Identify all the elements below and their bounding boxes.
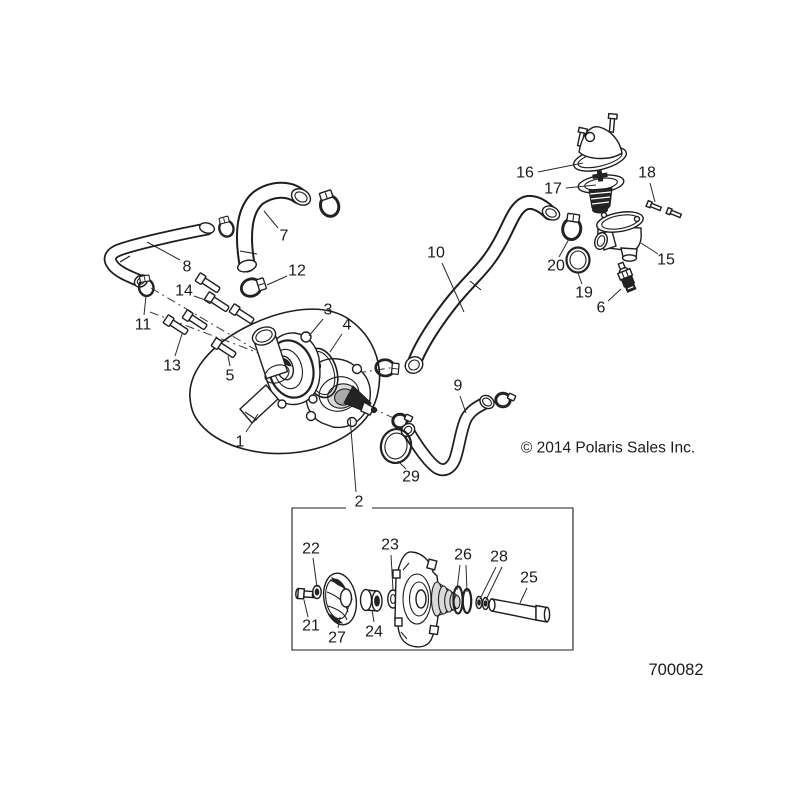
screw-18b bbox=[665, 206, 683, 220]
callout-leader-4 bbox=[329, 333, 343, 353]
callout-leader-7 bbox=[263, 210, 279, 229]
clamp-11 bbox=[135, 273, 157, 299]
callout-label-4: 4 bbox=[343, 317, 352, 334]
callout-leader-22 bbox=[312, 557, 318, 588]
seal-24 bbox=[359, 588, 383, 612]
thermostat-assembly bbox=[559, 112, 683, 293]
o-ring-29 bbox=[379, 427, 413, 465]
washer-22 bbox=[312, 584, 322, 600]
clamp-hose7 bbox=[314, 187, 343, 221]
callout-label-24: 24 bbox=[365, 624, 383, 641]
callout-leader-28 bbox=[485, 566, 503, 601]
callout-label-16: 16 bbox=[516, 165, 534, 182]
callout-leader-26 bbox=[456, 564, 461, 591]
nut-hose9-right bbox=[494, 391, 518, 409]
callout-label-13: 13 bbox=[163, 358, 181, 375]
callout-label-5: 5 bbox=[226, 368, 235, 385]
impeller-bolt-21 bbox=[295, 587, 317, 600]
pump-mount-outline bbox=[189, 308, 381, 455]
thermostat-housing-15 bbox=[594, 211, 644, 262]
callout-leader-23 bbox=[390, 554, 394, 591]
thermostat-17 bbox=[577, 170, 625, 214]
callout-leader-28 bbox=[479, 566, 497, 600]
callout-label-22: 22 bbox=[302, 541, 320, 558]
callout-leader-21 bbox=[303, 599, 309, 618]
clamp-12 bbox=[237, 273, 269, 301]
inset-box bbox=[291, 507, 574, 651]
temp-sensor-6 bbox=[616, 261, 637, 293]
callout-label-21: 21 bbox=[302, 618, 320, 635]
callout-leader-27 bbox=[337, 616, 341, 629]
clamp-hose8-end bbox=[215, 214, 237, 240]
callout-label-9: 9 bbox=[454, 378, 463, 395]
callout-leader-25 bbox=[519, 587, 528, 604]
callout-label-3: 3 bbox=[324, 302, 333, 319]
callout-leader-11 bbox=[143, 295, 147, 316]
callout-leader-19 bbox=[577, 272, 583, 285]
callout-leader-6 bbox=[607, 288, 622, 302]
callout-label-27: 27 bbox=[328, 630, 346, 647]
callout-leader-13 bbox=[174, 333, 183, 357]
callout-label-29: 29 bbox=[402, 469, 420, 486]
callout-leader-26 bbox=[465, 564, 468, 593]
callout-label-11: 11 bbox=[135, 317, 152, 334]
callout-label-8: 8 bbox=[183, 259, 192, 276]
callout-label-10: 10 bbox=[427, 245, 445, 262]
callout-leader-10 bbox=[441, 262, 465, 313]
callout-label-6: 6 bbox=[597, 300, 606, 317]
callout-leader-15 bbox=[640, 242, 659, 255]
callout-leader-8 bbox=[146, 241, 181, 261]
callout-label-26: 26 bbox=[454, 547, 472, 564]
callout-leader-14 bbox=[193, 295, 212, 303]
callout-leader-16 bbox=[537, 162, 584, 173]
impeller-27 bbox=[322, 572, 358, 626]
hose-9 bbox=[400, 394, 495, 477]
water-pump-assembly bbox=[239, 326, 378, 429]
callout-leader-9 bbox=[459, 395, 467, 414]
callout-leader-5 bbox=[227, 355, 231, 367]
callout-leader-12 bbox=[266, 275, 288, 286]
callout-label-18: 18 bbox=[638, 165, 656, 182]
callout-label-12: 12 bbox=[288, 263, 306, 280]
o-ring-26b bbox=[461, 587, 473, 615]
callout-label-25: 25 bbox=[520, 570, 538, 587]
callout-label-15: 15 bbox=[657, 252, 675, 269]
washers-28 bbox=[475, 595, 490, 611]
part-number-text: 700082 bbox=[648, 661, 703, 679]
callout-label-23: 23 bbox=[381, 537, 399, 554]
callout-label-28: 28 bbox=[490, 549, 508, 566]
callout-leader-18 bbox=[649, 182, 656, 203]
callout-leader-20 bbox=[558, 238, 570, 258]
thermostat-cover-16 bbox=[572, 126, 628, 172]
callout-leader-3 bbox=[308, 318, 324, 337]
callout-leader-17 bbox=[565, 184, 597, 189]
callout-label-7: 7 bbox=[280, 228, 289, 245]
copyright-text: © 2014 Polaris Sales Inc. bbox=[521, 440, 695, 457]
shaft-25 bbox=[488, 598, 551, 623]
callout-label-14: 14 bbox=[175, 283, 193, 300]
screw-18a bbox=[645, 199, 663, 213]
callout-leader-1 bbox=[245, 413, 259, 433]
callout-label-17: 17 bbox=[544, 181, 562, 198]
cover-bolt-right bbox=[606, 112, 618, 134]
hose-10 bbox=[404, 194, 561, 374]
pump-housing-plate bbox=[392, 551, 440, 648]
o-ring-19 bbox=[565, 246, 591, 274]
callout-label-20: 20 bbox=[547, 258, 565, 275]
callout-leader-2 bbox=[349, 416, 357, 493]
callout-label-1: 1 bbox=[236, 434, 245, 451]
hose-7 bbox=[236, 181, 312, 273]
callout-leader-29 bbox=[397, 460, 407, 470]
clamp-20 bbox=[559, 211, 585, 243]
callout-leader-24 bbox=[371, 609, 375, 623]
callout-label-2: 2 bbox=[355, 494, 364, 511]
callout-label-19: 19 bbox=[575, 285, 593, 302]
